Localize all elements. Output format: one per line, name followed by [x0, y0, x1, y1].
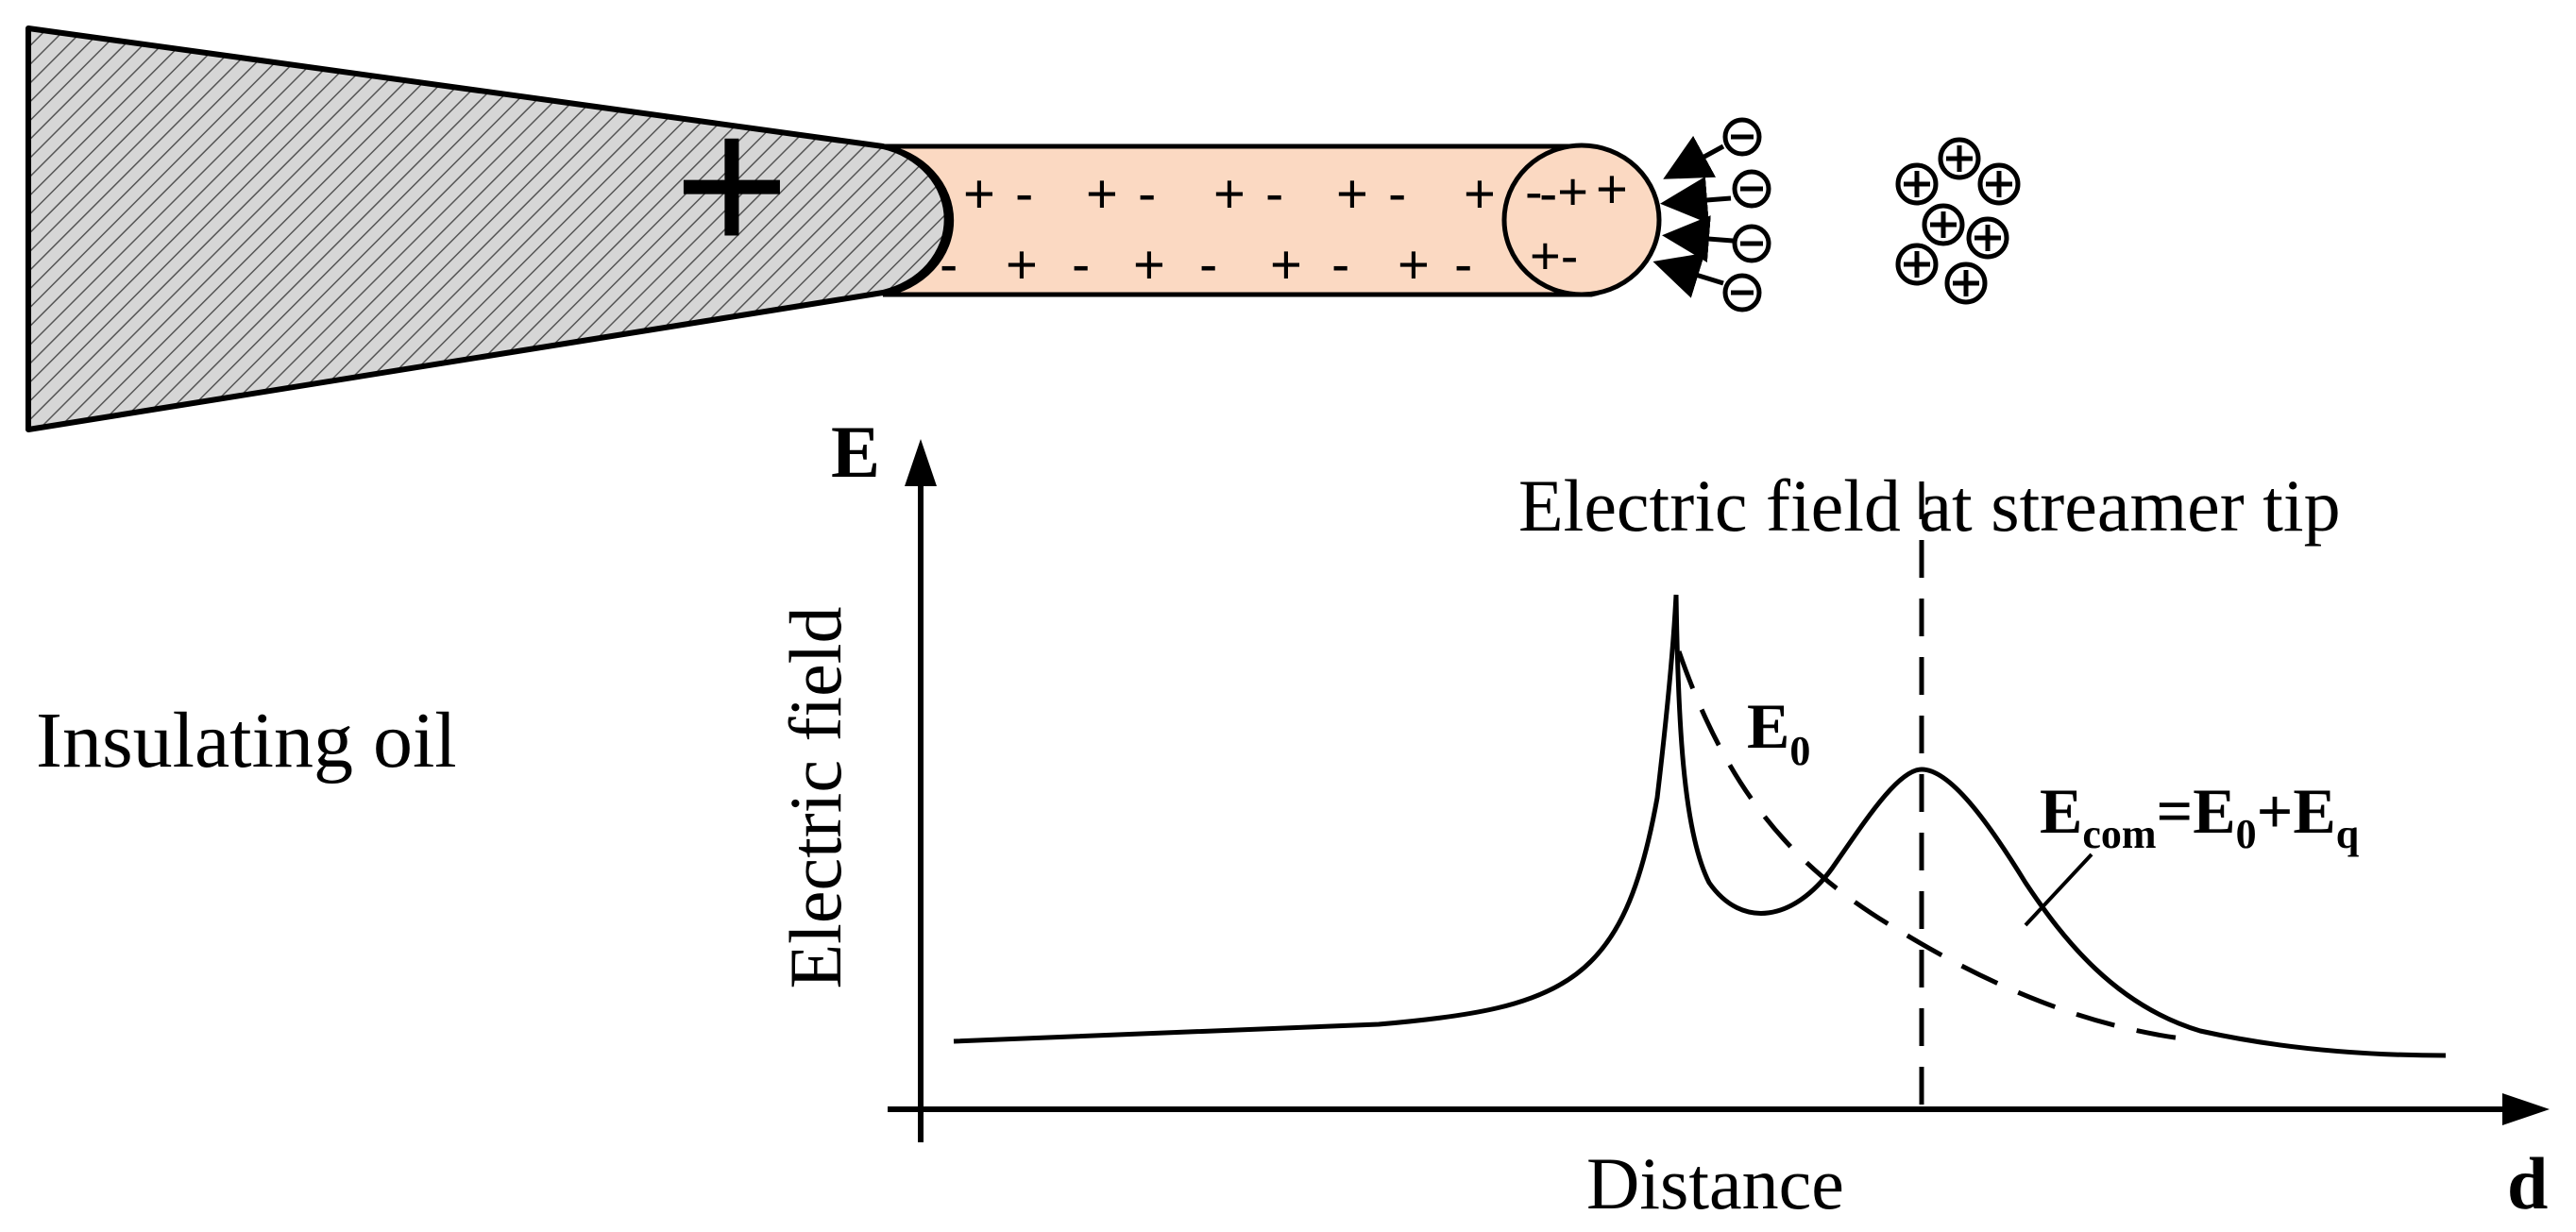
positive-ion-icon: [1922, 203, 1965, 246]
positive-ion-icon: [1938, 137, 1981, 180]
charge-label: -: [940, 234, 958, 295]
tip-charges-upper: - +: [1525, 161, 1588, 221]
charge-label: -: [1388, 163, 1406, 225]
ecom-label: Ecom=E0+Eq: [2040, 775, 2360, 857]
positive-ion-icon: [1895, 243, 1939, 286]
arrow-icon: [1663, 135, 1725, 179]
charge-label: +: [963, 163, 995, 225]
chart-title: Electric field at streamer tip: [1518, 464, 2341, 547]
charge-label: +: [1270, 234, 1302, 295]
charge-label: +: [1596, 159, 1628, 220]
series-ecom-line: [953, 594, 2447, 1058]
positive-ion-icon: [1944, 262, 1988, 305]
charge-label: +: [1336, 163, 1368, 225]
charge-label: +: [1398, 234, 1430, 295]
charge-label: -: [1015, 163, 1033, 225]
x-axis-label: Distance: [1586, 1142, 1844, 1224]
negative-ion-icon: [1732, 224, 1771, 263]
positive-ion-icon: [1966, 216, 2009, 260]
ecom-leader-line: [2024, 852, 2093, 927]
series-e0-line: [1676, 650, 2182, 1041]
charge-label: -: [1138, 163, 1156, 225]
x-axis-arrow-icon: [2502, 1093, 2550, 1125]
streamer-channel: [882, 143, 1662, 297]
positive-ions: [1895, 137, 2021, 305]
arrow-icon: [1660, 177, 1732, 224]
positive-ion-icon: [1895, 162, 1939, 206]
electrode-polarity-sign: +: [674, 74, 790, 295]
streamer-charges-lower: - + - + - + - + -: [940, 234, 1472, 295]
y-axis-symbol: E: [831, 411, 880, 493]
streamer-charges-upper: + - + - + - + - + - +: [963, 159, 1628, 225]
e0-label: E0: [1747, 690, 1810, 774]
tip-charges-lower: +-: [1530, 226, 1578, 285]
arrow-icon: [1652, 252, 1724, 298]
x-axis-symbol: d: [2507, 1142, 2548, 1224]
arrow-icon: [1662, 215, 1734, 262]
negative-ion-icon: [1722, 273, 1762, 312]
charge-label: -: [1331, 234, 1349, 295]
charge-label: +: [1133, 234, 1165, 295]
charge-label: +: [1086, 163, 1118, 225]
charge-label: +: [1464, 163, 1496, 225]
charge-label: +: [1006, 234, 1038, 295]
positive-ion-icon: [1977, 162, 2021, 206]
y-axis-arrow-icon: [905, 439, 937, 486]
negative-ions: [1722, 117, 1771, 312]
negative-ion-icon: [1722, 117, 1762, 157]
charge-label: -: [1072, 234, 1090, 295]
charge-label: -: [1454, 234, 1472, 295]
charge-label: +: [1213, 163, 1246, 225]
ion-arrows: [1652, 135, 1734, 298]
hatched-electrode-icon: [25, 25, 950, 432]
negative-ion-icon: [1732, 169, 1771, 209]
chart: E d Distance Electric field Electric fie…: [774, 411, 2550, 1224]
y-axis-label: Electric field: [774, 607, 856, 989]
charge-label: -: [1265, 163, 1283, 225]
charge-label: -: [1199, 234, 1217, 295]
medium-label: Insulating oil: [36, 697, 457, 785]
charge-label: -: [1539, 163, 1557, 225]
